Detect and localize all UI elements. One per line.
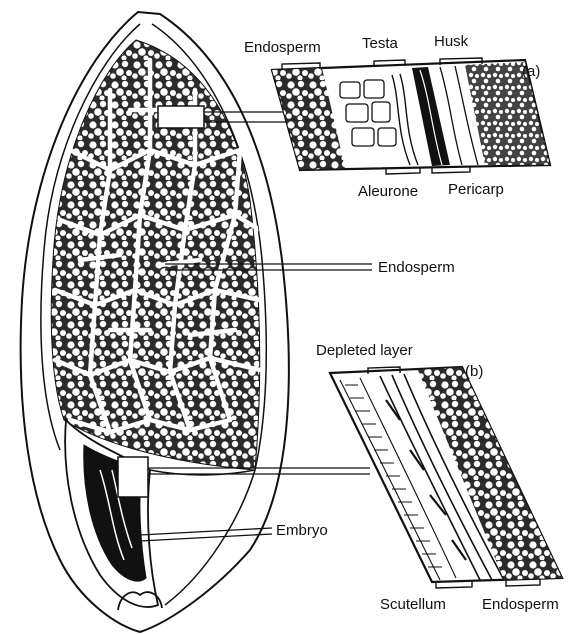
label-panel-a-tag: (a)	[522, 63, 540, 80]
panel-a	[272, 58, 550, 174]
label-testa: Testa	[362, 35, 399, 52]
label-depleted-layer: Depleted layer	[316, 342, 413, 359]
label-husk: Husk	[434, 33, 469, 50]
label-endosperm-b: Endosperm	[482, 596, 559, 613]
label-endosperm-a: Endosperm	[244, 39, 321, 56]
label-endosperm-center: Endosperm	[378, 259, 455, 276]
label-pericarp: Pericarp	[448, 181, 504, 198]
callout-box-b	[118, 457, 148, 497]
label-aleurone: Aleurone	[358, 183, 418, 200]
panel-b	[330, 367, 562, 588]
grain-section	[21, 12, 289, 632]
label-panel-b-tag: (b)	[465, 363, 483, 380]
label-scutellum: Scutellum	[380, 596, 446, 613]
callout-box-a	[158, 106, 204, 128]
label-embryo: Embryo	[276, 522, 328, 539]
